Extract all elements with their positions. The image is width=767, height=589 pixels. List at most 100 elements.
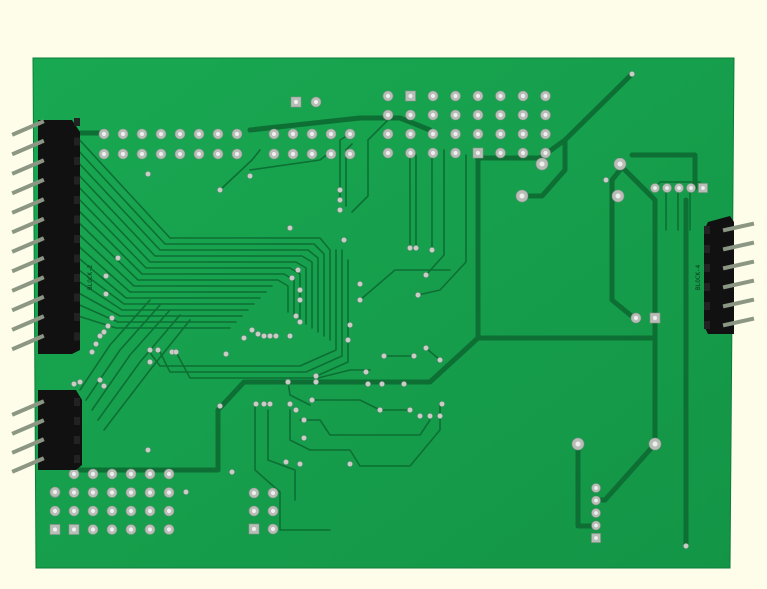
header-pin-socket <box>74 118 80 126</box>
pad <box>268 148 280 160</box>
via <box>273 333 279 339</box>
pad <box>698 183 708 193</box>
pad <box>125 468 137 480</box>
via <box>101 383 107 389</box>
pad <box>231 148 243 160</box>
via <box>683 543 689 549</box>
right-header-label: BLOCK-4 <box>695 264 702 290</box>
header-pin-socket <box>704 302 710 310</box>
pad <box>495 147 506 159</box>
via <box>103 291 109 297</box>
via <box>287 333 293 339</box>
via <box>337 207 343 213</box>
pad <box>163 487 175 498</box>
via <box>217 403 223 409</box>
pad <box>517 128 529 140</box>
pad <box>472 90 484 102</box>
via <box>261 333 267 339</box>
pad <box>344 128 356 140</box>
via <box>347 322 353 328</box>
via <box>255 331 261 337</box>
via <box>115 255 121 261</box>
via <box>173 349 179 355</box>
left-header-label: BLOCK-2 <box>87 264 94 290</box>
header-pin <box>11 158 45 176</box>
via <box>283 459 289 465</box>
via <box>407 245 413 251</box>
via <box>241 335 247 341</box>
pad <box>540 109 551 121</box>
pad <box>591 508 601 518</box>
header-pin-socket <box>74 332 80 341</box>
pad <box>427 90 439 102</box>
via <box>297 297 303 303</box>
via <box>603 177 609 183</box>
header-pin <box>722 259 755 271</box>
via <box>411 353 417 359</box>
via <box>313 373 319 379</box>
pad <box>648 437 662 451</box>
header-pin <box>11 275 45 293</box>
via <box>341 237 347 243</box>
pad <box>248 505 260 517</box>
header-pin <box>11 119 45 137</box>
via <box>347 461 353 467</box>
via <box>413 245 419 251</box>
via <box>109 315 115 321</box>
pad <box>117 148 129 160</box>
header-pin-socket <box>74 455 80 463</box>
pad <box>450 109 461 121</box>
pad <box>427 128 439 140</box>
pad <box>248 487 260 499</box>
header-pin <box>11 294 45 313</box>
header-pin <box>11 314 45 332</box>
pad <box>325 148 337 160</box>
via <box>183 489 189 495</box>
pad <box>87 505 99 517</box>
header-pin <box>11 216 45 235</box>
via <box>439 401 445 407</box>
via <box>147 347 153 353</box>
pad <box>163 468 175 480</box>
pad <box>144 505 156 517</box>
pad <box>68 487 80 498</box>
via <box>71 381 77 387</box>
header-pin-socket <box>74 417 80 425</box>
pad <box>591 520 601 531</box>
header-pin <box>11 456 45 474</box>
pad <box>287 148 299 160</box>
via <box>313 379 319 385</box>
header-pin-socket <box>704 245 710 253</box>
pad <box>310 96 322 108</box>
via <box>337 197 343 203</box>
header-pin <box>11 177 45 196</box>
lower-left-pin-header <box>11 390 82 474</box>
header-pin-socket <box>74 137 80 146</box>
copper-traces <box>72 71 701 548</box>
pad <box>450 128 461 140</box>
via <box>365 381 371 387</box>
pad <box>87 468 99 480</box>
pad <box>382 90 394 102</box>
pad <box>405 109 416 121</box>
header-pin <box>722 316 755 328</box>
via <box>437 413 443 419</box>
pad <box>106 468 118 480</box>
via <box>247 173 253 179</box>
via <box>289 275 295 281</box>
pad <box>613 157 627 171</box>
via <box>427 413 433 419</box>
via <box>297 319 303 325</box>
via <box>229 469 235 475</box>
pad <box>405 128 416 140</box>
pad <box>591 483 601 493</box>
pcb-substrate <box>32 57 735 569</box>
via <box>97 377 103 383</box>
header-pin <box>11 255 45 274</box>
pad <box>591 495 601 506</box>
pad <box>136 128 148 140</box>
pad <box>268 128 280 140</box>
header-pin-socket <box>704 226 710 234</box>
via <box>293 407 299 413</box>
